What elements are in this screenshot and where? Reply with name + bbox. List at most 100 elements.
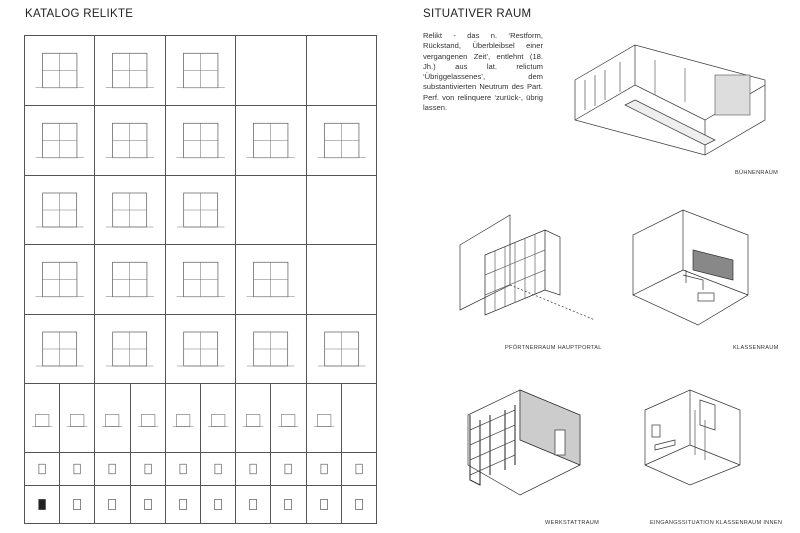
relic-sketch	[243, 414, 264, 427]
relic-sketch	[249, 463, 257, 475]
relic-sketch	[355, 463, 363, 475]
catalog-cell	[59, 452, 96, 486]
relic-sketch	[172, 414, 194, 427]
relic-sketch	[214, 499, 222, 510]
section-title: SITUATIVER RAUM	[423, 8, 532, 20]
relic-sketch	[73, 463, 81, 475]
relic-sketch	[176, 331, 225, 367]
relic-sketch	[176, 261, 225, 298]
relic-sketch	[35, 52, 84, 89]
catalog-cell	[235, 485, 272, 524]
pfoertnerraum-drawing	[455, 210, 600, 330]
relic-sketch	[278, 414, 299, 427]
catalog-cell	[94, 485, 131, 524]
relic-sketch	[313, 414, 334, 427]
catalog-cell	[24, 35, 96, 106]
relic-sketch	[106, 192, 154, 228]
catalog-cell	[340, 485, 377, 524]
caption-werkstattraum: WERKSTATTRAUM	[545, 520, 600, 526]
catalog-cell	[200, 485, 237, 524]
relic-sketch	[106, 331, 154, 367]
catalog-cell	[305, 244, 377, 315]
catalog-cell	[235, 452, 272, 486]
eingangssituation-drawing	[640, 385, 750, 495]
klassenraum-drawing	[628, 205, 768, 330]
catalog-cell	[164, 485, 201, 524]
catalog-cell	[94, 105, 166, 176]
relic-catalog-grid	[24, 35, 377, 524]
catalog-cell	[200, 383, 237, 453]
definition-paragraph: Relikt - das n. ‘Restform, Rückstand, Üb…	[423, 31, 543, 113]
catalog-cell	[270, 383, 307, 453]
catalog-cell	[94, 452, 131, 486]
relic-sketch	[38, 499, 46, 510]
relic-sketch	[320, 463, 328, 475]
buehnenraum-drawing	[565, 40, 785, 160]
catalog-cell	[59, 485, 96, 524]
relic-sketch	[137, 414, 158, 427]
relic-sketch	[207, 414, 229, 427]
relic-sketch	[179, 499, 187, 510]
relic-sketch	[31, 414, 53, 427]
catalog-cell	[24, 383, 61, 453]
relic-sketch	[108, 499, 117, 510]
catalog-cell	[59, 383, 96, 453]
catalog-cell	[94, 383, 131, 453]
catalog-cell	[24, 175, 96, 245]
catalog-cell	[164, 452, 201, 486]
catalog-cell	[305, 105, 377, 176]
relic-sketch	[249, 499, 258, 510]
catalog-cell	[235, 175, 307, 245]
catalog-cell	[235, 35, 307, 106]
relic-sketch	[246, 261, 296, 298]
catalog-cell	[129, 452, 166, 486]
relic-sketch	[67, 414, 88, 427]
relic-sketch	[284, 499, 293, 510]
relic-sketch	[319, 499, 328, 510]
catalog-cell	[235, 244, 307, 315]
catalog-cell	[270, 452, 307, 486]
catalog-cell	[235, 314, 307, 384]
caption-klassenraum: KLASSENRAUM	[733, 345, 779, 351]
relic-sketch	[317, 122, 366, 159]
relic-sketch	[143, 499, 152, 510]
relic-sketch	[355, 499, 363, 510]
catalog-cell	[200, 452, 237, 486]
catalog-cell	[235, 105, 307, 176]
catalog-cell	[24, 314, 96, 384]
catalog-cell	[305, 485, 342, 524]
caption-eingangssituation: EINGANGSSITUATION KLASSENRAUM INNEN	[650, 520, 783, 526]
catalog-cell	[305, 314, 377, 384]
catalog-cell	[129, 383, 166, 453]
relic-sketch	[35, 261, 84, 298]
relic-sketch	[73, 499, 82, 510]
catalog-cell	[305, 452, 342, 486]
catalog-cell	[164, 35, 237, 106]
catalog-title: KATALOG RELIKTE	[25, 8, 134, 20]
catalog-cell	[94, 244, 166, 315]
catalog-cell	[164, 175, 237, 245]
caption-buehnenraum: BÜHNENRAUM	[735, 170, 779, 176]
relic-sketch	[108, 463, 117, 475]
catalog-cell	[305, 35, 377, 106]
catalog-cell	[340, 383, 377, 453]
catalog-cell	[24, 485, 61, 524]
relic-sketch	[38, 463, 46, 475]
relic-sketch	[176, 52, 225, 89]
catalog-cell	[164, 244, 237, 315]
relic-sketch	[102, 414, 123, 427]
catalog-cell	[24, 105, 96, 176]
relic-sketch	[214, 463, 222, 475]
relic-sketch	[176, 192, 225, 228]
catalog-cell	[24, 244, 96, 315]
relic-sketch	[317, 331, 366, 367]
catalog-cell	[94, 175, 166, 245]
relic-sketch	[284, 463, 293, 475]
catalog-cell	[94, 35, 166, 106]
caption-pfoertnerraum: PFÖRTNERRAUM HAUPTPORTAL	[505, 345, 602, 351]
relic-sketch	[176, 122, 225, 159]
catalog-cell	[340, 452, 377, 486]
catalog-cell	[235, 383, 272, 453]
catalog-cell	[164, 383, 201, 453]
werkstattraum-drawing	[460, 385, 590, 500]
